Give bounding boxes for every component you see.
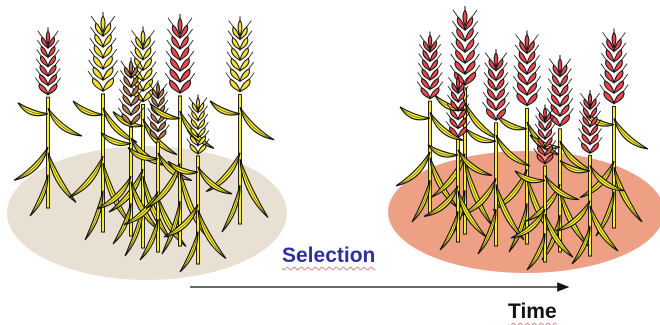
- wheat-spike-red: [165, 14, 195, 93]
- wheat-spike-red: [513, 31, 542, 106]
- leaf: [400, 107, 430, 120]
- leaf: [48, 108, 82, 136]
- leaf: [73, 101, 103, 116]
- leaf: [614, 119, 648, 149]
- wheat-spike-red: [450, 6, 480, 85]
- leaf: [240, 107, 274, 139]
- wheat-spike-yellow: [88, 12, 118, 91]
- wheat-spike-red: [35, 28, 61, 95]
- wheat-spike-red: [534, 105, 557, 164]
- wheat-spike-red: [483, 49, 510, 120]
- time-label: Time: [508, 300, 557, 324]
- leaf: [18, 103, 48, 116]
- wheat-spike-yellow: [226, 17, 255, 92]
- selection-label: Selection: [282, 244, 375, 268]
- wheat-spike-red: [600, 29, 629, 104]
- wheat-spike-yellow: [187, 95, 210, 154]
- wheat-spike-red: [417, 32, 443, 99]
- leaf: [210, 101, 240, 115]
